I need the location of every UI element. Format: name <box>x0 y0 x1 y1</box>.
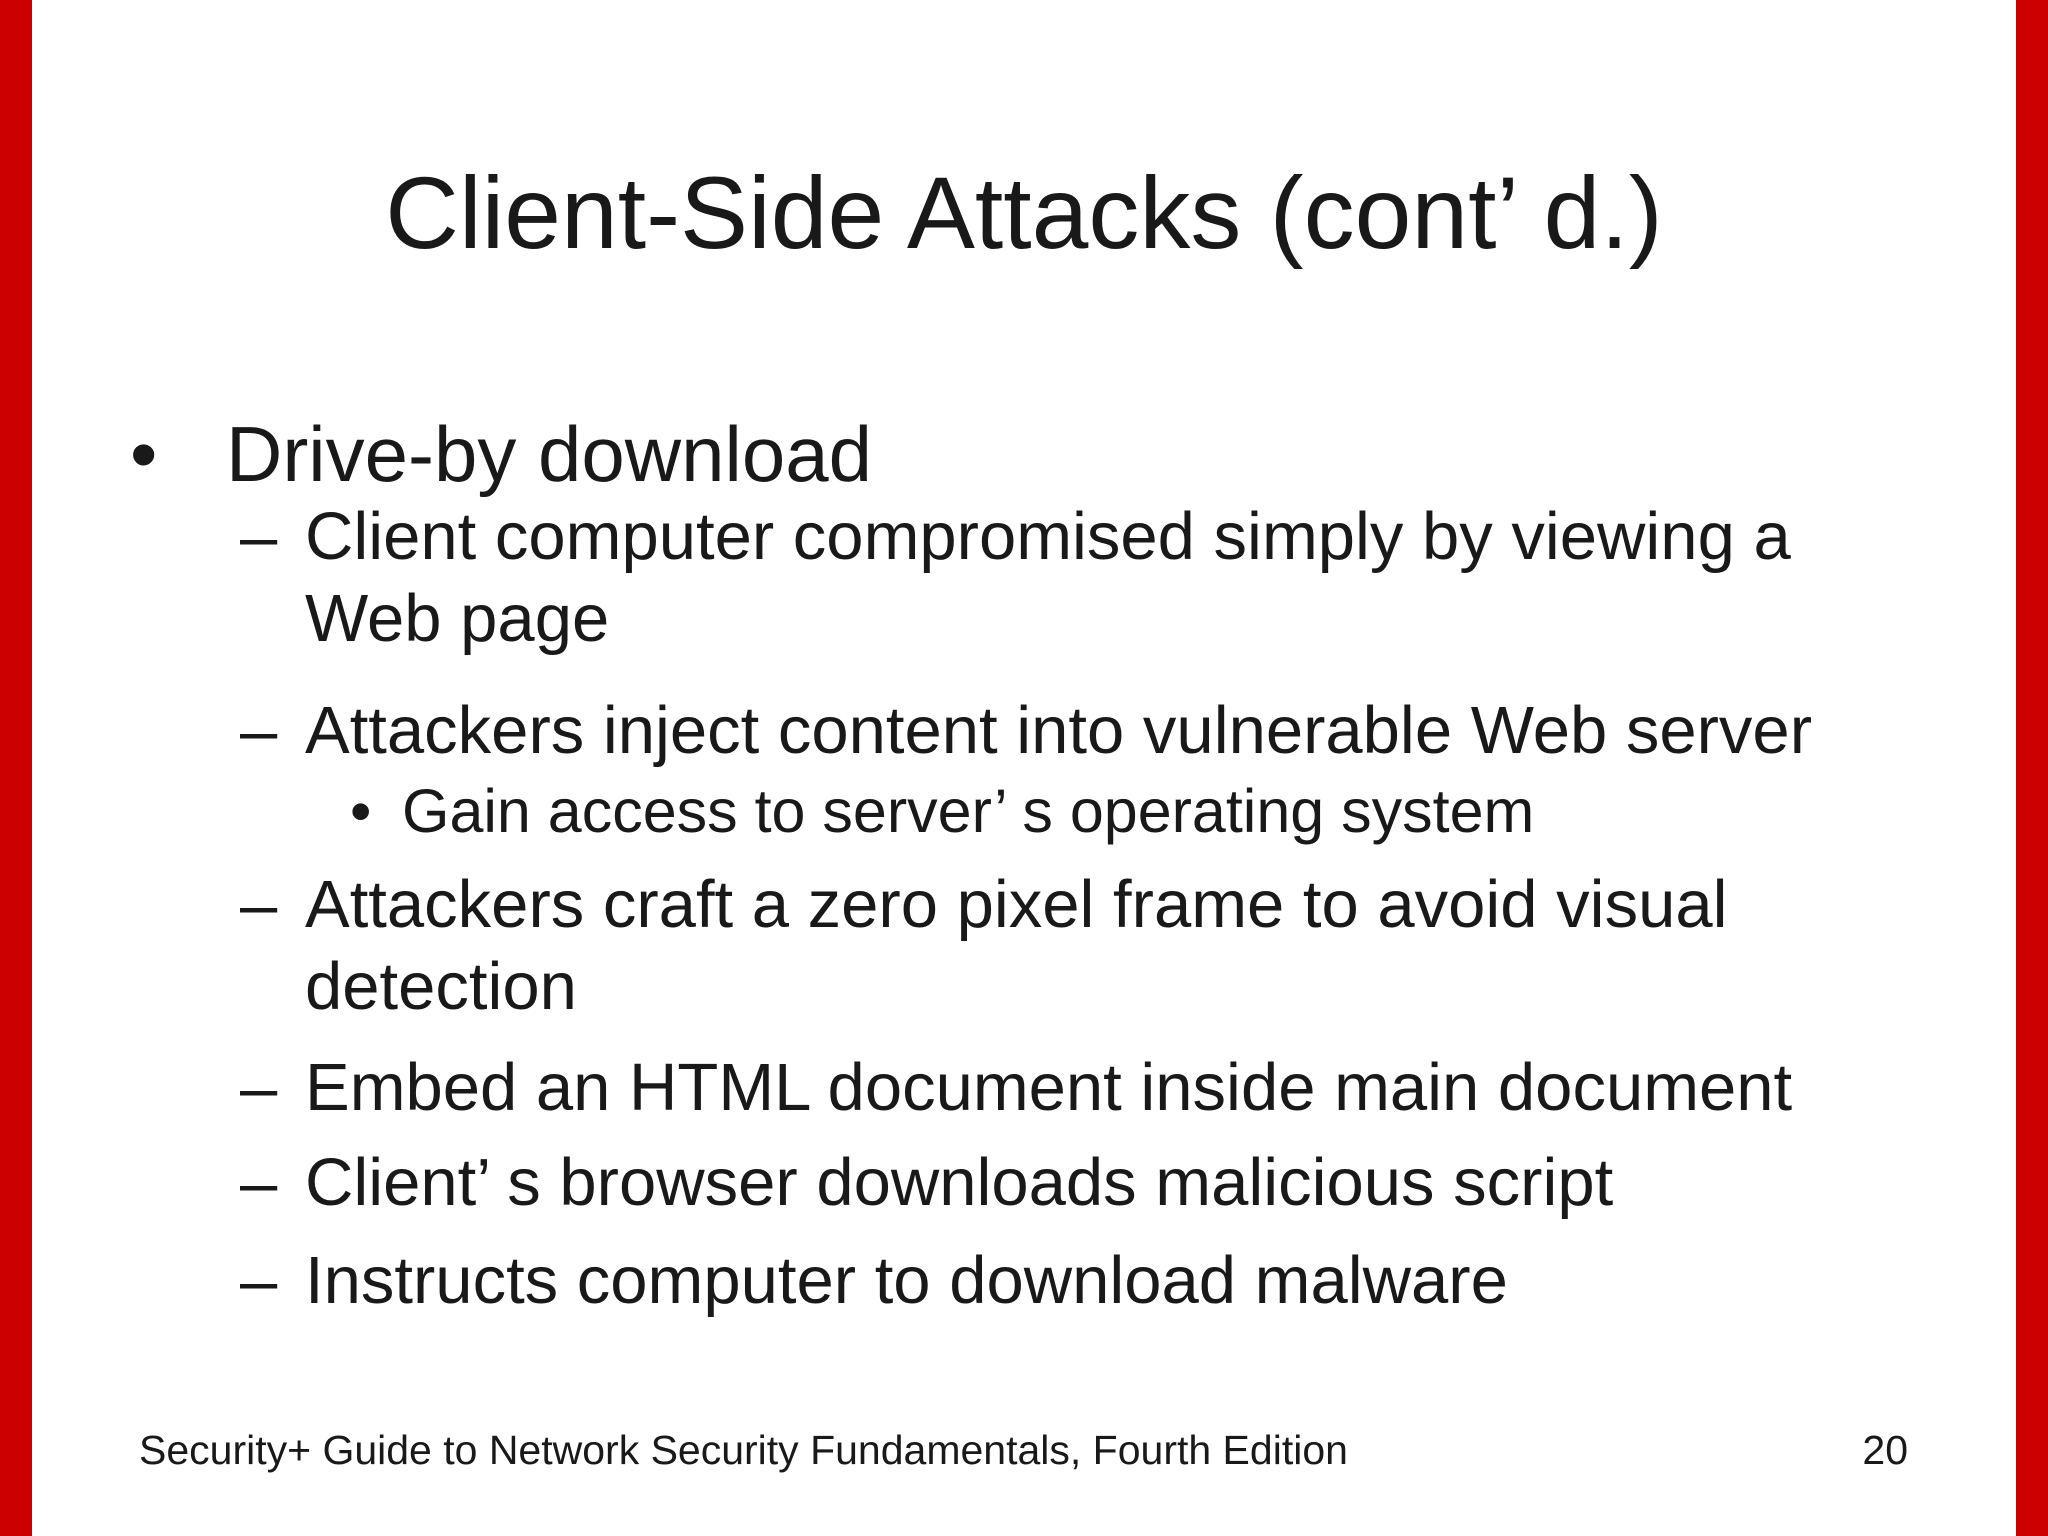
bullet-marker-icon: – <box>240 1145 278 1220</box>
bullet-item: – Instructs computer to download malware <box>0 1240 1920 1322</box>
bullet-text: Instructs computer to download malware <box>305 1243 1508 1318</box>
bullet-item: • Gain access to server’ s operating sys… <box>0 774 1920 848</box>
slide-title: Client-Side Attacks (cont’ d.) <box>385 156 1663 270</box>
bullet-text: Client computer compromised simply by vi… <box>305 499 1791 656</box>
bullet-text: Embed an HTML document inside main docum… <box>305 1050 1793 1125</box>
left-edge-red-bar <box>0 0 32 1536</box>
right-edge-red-bar <box>2016 0 2048 1536</box>
bullet-marker-icon: – <box>240 693 278 768</box>
bullet-item: – Embed an HTML document inside main doc… <box>0 1047 1920 1129</box>
bullet-text: Client’ s browser downloads malicious sc… <box>305 1145 1614 1220</box>
bullet-marker-icon: • <box>350 777 372 845</box>
footer-page-number: 20 <box>1862 1427 1908 1473</box>
bullet-list: • Drive-by download – Client computer co… <box>0 380 1920 1322</box>
bullet-item: – Client computer compromised simply by … <box>0 496 1920 660</box>
bullet-marker-icon: – <box>240 499 278 574</box>
bullet-text: Gain access to server’ s operating syste… <box>402 777 1535 845</box>
bullet-text: Attackers craft a zero pixel frame to av… <box>305 867 1728 1024</box>
bullet-item: – Attackers inject content into vulnerab… <box>0 690 1920 772</box>
bullet-item: – Client’ s browser downloads malicious … <box>0 1142 1920 1224</box>
bullet-marker-icon: • <box>130 410 158 498</box>
bullet-marker-icon: – <box>240 867 278 942</box>
bullet-marker-icon: – <box>240 1243 278 1318</box>
bullet-item: – Attackers craft a zero pixel frame to … <box>0 864 1920 1028</box>
footer-book-title: Security+ Guide to Network Security Fund… <box>139 1427 1348 1473</box>
bullet-item: • Drive-by download <box>0 412 1920 496</box>
bullet-marker-icon: – <box>240 1050 278 1125</box>
slide-footer: Security+ Guide to Network Security Fund… <box>139 1427 1908 1474</box>
bullet-text: Drive-by download <box>226 410 872 498</box>
bullet-text: Attackers inject content into vulnerable… <box>305 693 1813 768</box>
